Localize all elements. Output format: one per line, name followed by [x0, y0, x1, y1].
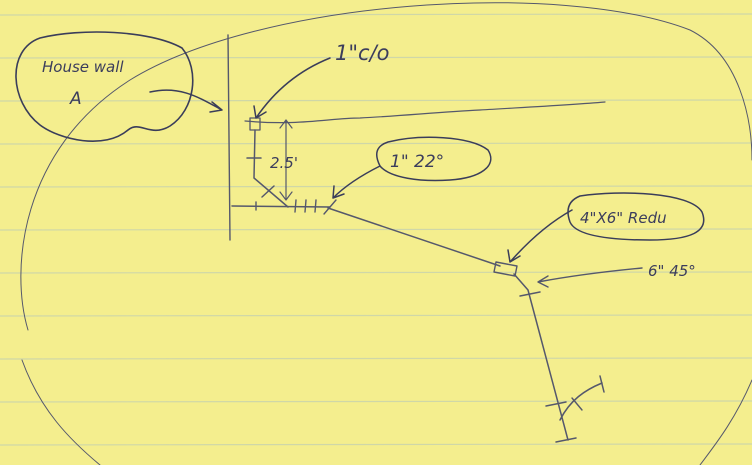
elbow-label: 6" 45° [648, 262, 696, 280]
lower-run-tick-2 [545, 401, 567, 407]
wye-branch-cap [599, 375, 605, 393]
wye-branch-tick [571, 397, 583, 411]
mid-fitting-label: 1" 22° [390, 152, 444, 172]
elbow-tick [261, 185, 275, 198]
height-dimension [279, 119, 293, 201]
wye-branch [559, 382, 603, 421]
reducer-label: 4"X6" Redu [580, 209, 667, 227]
lower-run-pipe [513, 273, 569, 441]
mid-fitting-arrow [332, 165, 381, 199]
outline-circle-bottom [21, 359, 101, 465]
reducer-bubble [567, 192, 705, 241]
ground-line [244, 101, 606, 124]
house-wall-label: House wall [42, 58, 124, 76]
base-ticks [255, 199, 317, 213]
reducer-arrow [507, 209, 573, 263]
cleanout-label: 1"c/o [335, 41, 390, 65]
height-label: 2.5' [270, 154, 298, 172]
house-letter-label: A [69, 89, 82, 109]
base-pipe [231, 205, 331, 208]
mid-fitting-bubble [375, 136, 492, 182]
lower-run-tick-1 [519, 291, 541, 297]
main-run-pipe [327, 207, 501, 267]
elbow-arrow [537, 267, 643, 288]
lower-run-tick-3 [555, 437, 577, 443]
house-wall-arrow [149, 89, 223, 113]
house-wall-bubble [15, 31, 194, 142]
ruled-lines [0, 13, 752, 446]
house-wall-line [227, 34, 231, 241]
outline-circle-right [699, 379, 752, 465]
outline-circle [20, 2, 752, 331]
cleanout-arrow [253, 57, 331, 119]
riser-pipe [253, 129, 289, 208]
main-run-tick [323, 199, 337, 215]
